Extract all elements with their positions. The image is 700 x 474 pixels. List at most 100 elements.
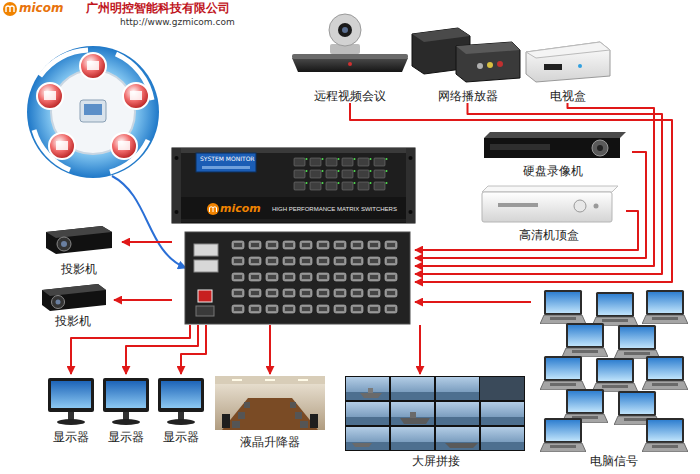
lcd-lift-room-photo — [222, 414, 230, 428]
device-panel-text: HIGH PERFORMANCE MATRIX SWITCHERS — [272, 206, 397, 212]
tv-box-device — [526, 42, 610, 82]
video-conference-device — [292, 58, 408, 72]
laptop-illustration — [562, 389, 608, 423]
device-caption: 显示器 — [42, 430, 100, 444]
laptop-illustration — [540, 290, 688, 452]
laptop-illustration — [642, 356, 688, 390]
hd-set-top-box-device — [594, 204, 599, 209]
lcd-lift-room-photo — [244, 402, 250, 408]
laptop-illustration — [592, 358, 638, 392]
lcd-lift-room-photo — [215, 376, 325, 430]
matrix-switcher-front — [175, 156, 179, 160]
projector-illustration — [57, 237, 71, 251]
video-wall-illustration — [445, 443, 478, 448]
control-cycle-graphic — [123, 83, 149, 109]
laptop-illustration — [642, 290, 688, 324]
control-cycle-graphic — [56, 141, 68, 150]
device-caption: 投影机 — [36, 262, 122, 276]
source-device: 电脑信号 — [531, 286, 697, 468]
matrix-switcher-rear — [198, 290, 212, 302]
control-cycle-graphic — [111, 133, 137, 159]
signal-cable — [71, 325, 190, 374]
source-device: 网络播放器 — [406, 16, 529, 103]
signal-cable — [415, 301, 531, 303]
signal-cable — [415, 152, 646, 258]
hd-set-top-box-device — [482, 186, 618, 192]
device-caption: 远程视频会议 — [279, 89, 421, 103]
matrix-switcher-rear — [185, 232, 410, 324]
lcd-lift-room-photo — [300, 421, 308, 428]
network-player-device — [456, 42, 520, 54]
lcd-lift-room-photo — [295, 412, 302, 419]
source-device: 高清机顶盒 — [472, 180, 626, 242]
dvr-device — [592, 140, 608, 156]
lcd-lift-room-photo — [265, 379, 275, 381]
network-player-device — [497, 61, 503, 67]
matrix-switcher-front — [196, 153, 256, 172]
video-conference-device — [338, 23, 352, 37]
output-device: 液晶升降器 — [209, 374, 331, 449]
output-device: 投影机 — [32, 278, 114, 328]
signal-cable — [415, 103, 662, 274]
dvr-device — [484, 132, 626, 158]
matrix-switcher-front — [172, 148, 415, 223]
matrix-switcher-front — [210, 207, 217, 212]
device-caption: 电视盒 — [516, 89, 619, 103]
laptop-illustration — [642, 418, 688, 452]
hd-set-top-box-device — [482, 192, 612, 222]
laptop-illustration — [540, 290, 586, 324]
network-player-device — [487, 62, 493, 68]
signal-cable — [415, 211, 638, 250]
hd-set-top-box-device — [498, 203, 538, 207]
projector-illustration — [42, 284, 106, 311]
signal-cable — [269, 325, 271, 374]
hd-set-top-box-device — [482, 186, 618, 222]
lcd-lift-room-photo — [215, 376, 325, 384]
tv-box-device — [544, 64, 562, 70]
company-logo — [3, 2, 17, 16]
output-device: 显示器 — [97, 374, 155, 444]
projector-illustration — [61, 241, 67, 247]
output-device: 显示器 — [42, 374, 100, 444]
control-cycle-graphic — [51, 70, 135, 154]
video-wall-illustration — [410, 412, 416, 418]
video-conference-device — [342, 27, 348, 33]
video-wall-illustration — [345, 376, 525, 451]
device-caption: 电脑信号 — [531, 454, 697, 468]
tv-box-device — [526, 42, 610, 82]
laptop-illustration — [592, 292, 638, 326]
lcd-lift-room-photo — [215, 376, 325, 430]
signal-cable — [114, 299, 172, 301]
device-caption: 显示器 — [152, 430, 210, 444]
projector-illustration — [46, 226, 112, 238]
projector-illustration — [56, 300, 61, 305]
control-cycle-graphic — [80, 53, 106, 79]
matrix-switcher-front — [409, 210, 413, 214]
source-device: 电视盒 — [516, 36, 619, 103]
display-monitor-illustration — [48, 378, 204, 425]
matrix-switcher: SYSTEM MONITORmicomHIGH PERFORMANCE MATR… — [172, 148, 415, 325]
dvr-device — [484, 138, 620, 158]
lcd-lift-room-photo — [290, 402, 296, 408]
company-logo — [6, 6, 14, 12]
network-player-device — [477, 63, 483, 69]
device-caption: 硬盘录像机 — [474, 164, 632, 178]
lcd-lift-room-photo — [232, 421, 240, 428]
company-logo — [3, 2, 17, 16]
control-cycle-graphic — [44, 91, 56, 100]
video-wall-illustration — [400, 418, 430, 424]
hd-set-top-box-device — [574, 200, 586, 212]
display-monitor-illustration — [158, 378, 204, 425]
dvr-device — [597, 145, 603, 151]
control-cycle-graphic — [49, 133, 75, 159]
laptop-illustration — [614, 325, 660, 359]
control-cycle-graphic — [84, 104, 102, 115]
laptop-illustration — [540, 356, 586, 390]
network-player-device — [456, 42, 520, 82]
control-cycle-graphic — [87, 61, 99, 70]
source-device: 硬盘录像机 — [474, 126, 632, 178]
video-conference-device — [348, 62, 352, 66]
network-player-device — [412, 28, 520, 82]
